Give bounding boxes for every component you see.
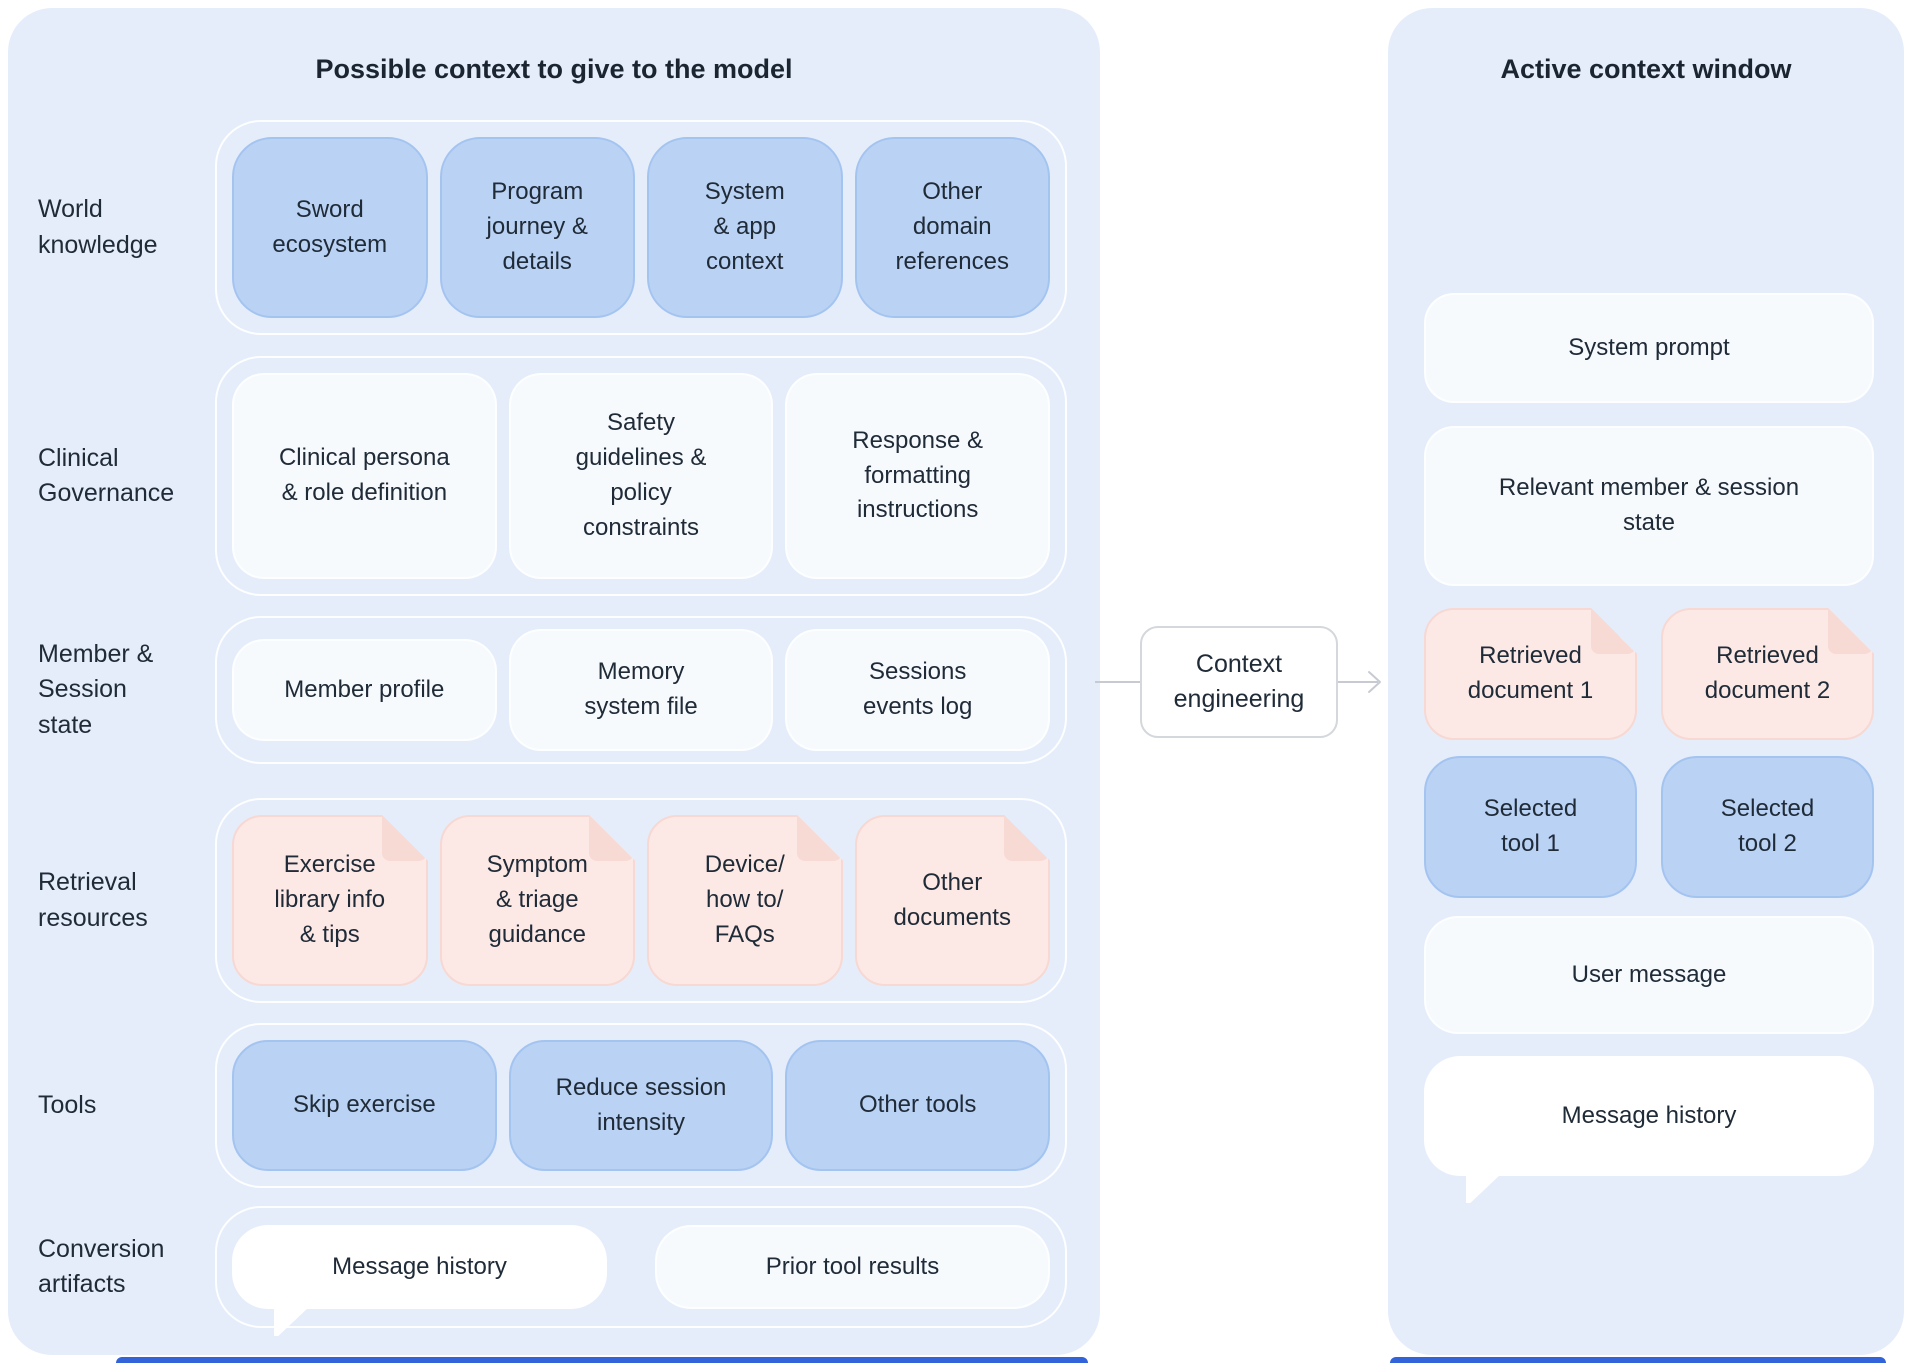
row-label-member-session-state: Member & Session state	[38, 639, 154, 739]
chip-program-journey-details: Program journey & details	[439, 137, 635, 318]
chip-exercise-library-info: Exercise library info & tips	[232, 815, 428, 986]
chip-selected-tool-2: Selected tool 2	[1661, 756, 1874, 898]
group-retrieval-resources: Exercise library info & tips Symptom & t…	[215, 798, 1067, 1003]
active-context-window-panel: Active context window System prompt Rele…	[1388, 8, 1904, 1355]
group-tools: Skip exercise Reduce session intensity O…	[215, 1023, 1067, 1188]
chip-system-prompt: System prompt	[1424, 293, 1874, 403]
chip-message-history: Message history	[232, 1225, 607, 1309]
row-retrieval-resources: Retrieval resources Exercise library inf…	[8, 798, 1100, 1003]
chip-message-history-right: Message history	[1424, 1056, 1874, 1176]
selected-tools-row: Selected tool 1 Selected tool 2	[1424, 756, 1874, 898]
row-label-retrieval-resources: Retrieval resources	[38, 868, 148, 932]
chip-system-app-context: System & app context	[647, 137, 843, 318]
chip-clinical-persona-role: Clinical persona & role definition	[232, 373, 497, 579]
chip-other-tools: Other tools	[785, 1040, 1051, 1171]
chip-selected-tool-1: Selected tool 1	[1424, 756, 1637, 898]
chip-sessions-events-log: Sessions events log	[785, 629, 1051, 751]
row-label-clinical-governance: Clinical Governance	[38, 443, 175, 508]
chip-user-message: User message	[1424, 916, 1874, 1034]
chip-skip-exercise: Skip exercise	[232, 1040, 497, 1171]
chip-device-howto-faqs: Device/ how to/ FAQs	[647, 815, 843, 986]
retrieved-documents-row: Retrieved document 1 Retrieved document …	[1424, 608, 1874, 740]
chip-other-domain-references: Other domain references	[854, 137, 1050, 318]
row-clinical-governance: Clinical Governance Clinical persona & r…	[8, 356, 1100, 596]
chip-relevant-member-session-state: Relevant member & session state	[1424, 426, 1874, 586]
row-label-conversion-artifacts: Conversion artifacts	[38, 1234, 165, 1299]
chip-symptom-triage-guidance: Symptom & triage guidance	[439, 815, 635, 986]
connector-arrows	[1095, 671, 1381, 693]
group-clinical-governance: Clinical persona & role definition Safet…	[215, 356, 1067, 596]
row-label-tools: Tools	[38, 1090, 97, 1119]
chip-response-formatting: Response & formatting instructions	[785, 373, 1051, 579]
left-panel-title: Possible context to give to the model	[315, 54, 793, 84]
chip-retrieved-document-1: Retrieved document 1	[1424, 608, 1637, 740]
chip-reduce-session-intensity: Reduce session intensity	[508, 1040, 774, 1171]
chip-member-profile: Member profile	[232, 639, 497, 741]
group-member-session-state: Member profile Memory system file Sessio…	[215, 616, 1067, 764]
row-tools: Tools Skip exercise Reduce session inten…	[8, 1023, 1100, 1188]
row-label-world-knowledge: World knowledge	[38, 195, 158, 259]
row-member-session-state: Member & Session state Member profile Me…	[8, 616, 1100, 764]
row-world-knowledge: World knowledge Sword ecosystem Program …	[8, 120, 1100, 335]
right-panel-title: Active context window	[1500, 54, 1792, 84]
chip-safety-guidelines-policy: Safety guidelines & policy constraints	[508, 373, 774, 579]
bottom-bar-right	[1390, 1357, 1886, 1363]
chip-memory-system-file: Memory system file	[508, 629, 774, 751]
possible-context-panel: Possible context to give to the model Wo…	[8, 8, 1100, 1355]
group-world-knowledge: Sword ecosystem Program journey & detail…	[215, 120, 1067, 335]
group-conversion-artifacts: Message history Prior tool results	[215, 1206, 1067, 1328]
context-engineering-box: Context engineering	[1140, 626, 1338, 738]
chip-prior-tool-results: Prior tool results	[655, 1225, 1050, 1309]
chip-sword-ecosystem: Sword ecosystem	[232, 137, 428, 318]
chip-retrieved-document-2: Retrieved document 2	[1661, 608, 1874, 740]
document-icon: Exercise library info & tips	[274, 851, 386, 948]
chip-other-documents: Other documents	[854, 815, 1050, 986]
bottom-bar-left	[116, 1357, 1088, 1363]
row-conversion-artifacts: Conversion artifacts Message history Pri…	[8, 1206, 1100, 1328]
